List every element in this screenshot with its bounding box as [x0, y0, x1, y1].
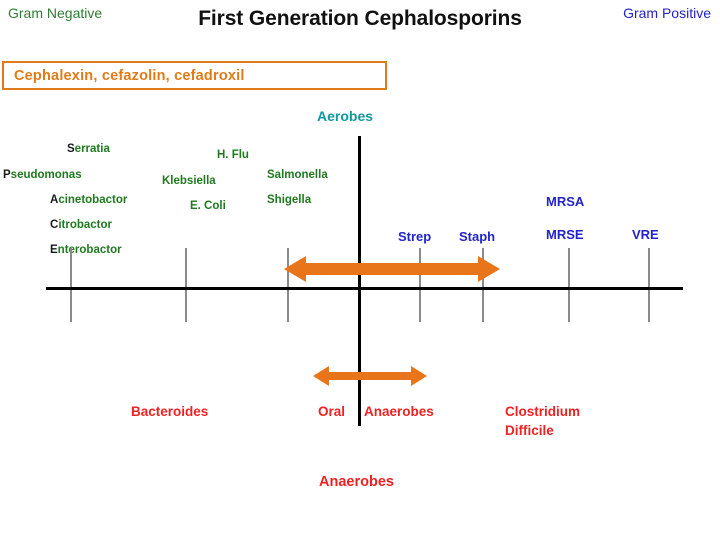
- organism-name: VRE: [632, 227, 659, 242]
- gram-negative-axis-label: Gram Negative: [8, 5, 103, 21]
- organism-serratia: Serratia: [67, 143, 110, 155]
- organism-e-coli: E. Coli: [190, 200, 226, 212]
- organism-name-line1: Clostridium: [505, 404, 581, 419]
- organism-initial: S: [67, 143, 75, 155]
- organism-name: MRSE: [546, 227, 584, 242]
- horizontal-axis: [46, 287, 683, 290]
- organism-salmonella: Salmonella: [267, 169, 328, 181]
- organism-enterobactor: Enterobactor: [50, 244, 122, 256]
- organism-name-rest: cinetobactor: [58, 194, 128, 206]
- organism-name: Bacteroides: [131, 404, 209, 419]
- organism-name: Oral: [318, 404, 346, 419]
- organism-name-rest: itrobactor: [58, 219, 112, 231]
- organism-staph: Staph: [459, 229, 495, 244]
- anaerobic-coverage-arrow-shape: [313, 366, 427, 386]
- anaerobes-label: Anaerobes: [319, 474, 394, 490]
- axis-tick: [287, 248, 289, 322]
- organism-shigella: Shigella: [267, 194, 311, 206]
- organism-name: Shigella: [267, 194, 312, 206]
- axis-tick: [185, 248, 187, 322]
- organism-name-rest: nterobactor: [57, 244, 122, 256]
- organism-name: Klebsiella: [162, 175, 216, 187]
- organism-name-rest: erratia: [74, 143, 110, 155]
- organism-acinetobactor: Acinetobactor: [50, 194, 127, 206]
- organism-name: MRSA: [546, 194, 585, 209]
- organism-initial: E: [50, 244, 58, 256]
- organism-initial: P: [3, 169, 11, 181]
- axis-tick: [568, 248, 570, 322]
- drug-list-box: Cephalexin, cefazolin, cefadroxil: [2, 61, 387, 90]
- organism-initial: C: [50, 219, 59, 231]
- organism-h-flu: H. Flu: [217, 149, 249, 161]
- organism-clostridium-difficile: Clostridium Difficile: [505, 402, 580, 440]
- organism-name-rest: seudomonas: [10, 169, 82, 181]
- gram-positive-axis-label: Gram Positive: [623, 5, 711, 21]
- organism-pseudomonas: Pseudomonas: [3, 169, 82, 181]
- vertical-axis: [358, 136, 361, 426]
- axis-tick: [648, 248, 650, 322]
- organism-bacteroides: Bacteroides: [131, 402, 208, 421]
- organism-vre: VRE: [632, 227, 659, 242]
- organism-oral-anaerobes-left: Oral: [318, 402, 345, 421]
- organism-name: H. Flu: [217, 149, 249, 161]
- organism-name-line2: Difficile: [505, 423, 554, 438]
- organism-name: Anaerobes: [364, 404, 434, 419]
- organism-klebsiella: Klebsiella: [162, 175, 216, 187]
- drug-list-text: Cephalexin, cefazolin, cefadroxil: [14, 67, 245, 84]
- organism-citrobactor: Citrobactor: [50, 219, 112, 231]
- aerobic-coverage-arrow-shape: [284, 256, 500, 282]
- aerobic-coverage-arrow: [284, 254, 500, 284]
- organism-name: Strep: [398, 229, 432, 244]
- organism-initial: A: [50, 194, 59, 206]
- axis-tick: [70, 248, 72, 322]
- page-title: First Generation Cephalosporins: [198, 7, 522, 30]
- axis-tick: [482, 248, 484, 322]
- organism-strep: Strep: [398, 229, 431, 244]
- organism-oral-anaerobes-right: Anaerobes: [364, 402, 434, 421]
- aerobes-label: Aerobes: [317, 108, 374, 124]
- organism-name: Staph: [459, 229, 496, 244]
- organism-name: E. Coli: [190, 200, 226, 212]
- organism-name: Salmonella: [267, 169, 328, 181]
- organism-mrse: MRSE: [546, 227, 584, 242]
- axis-tick: [419, 248, 421, 322]
- anaerobic-coverage-arrow: [313, 365, 427, 387]
- organism-mrsa: MRSA: [546, 194, 584, 209]
